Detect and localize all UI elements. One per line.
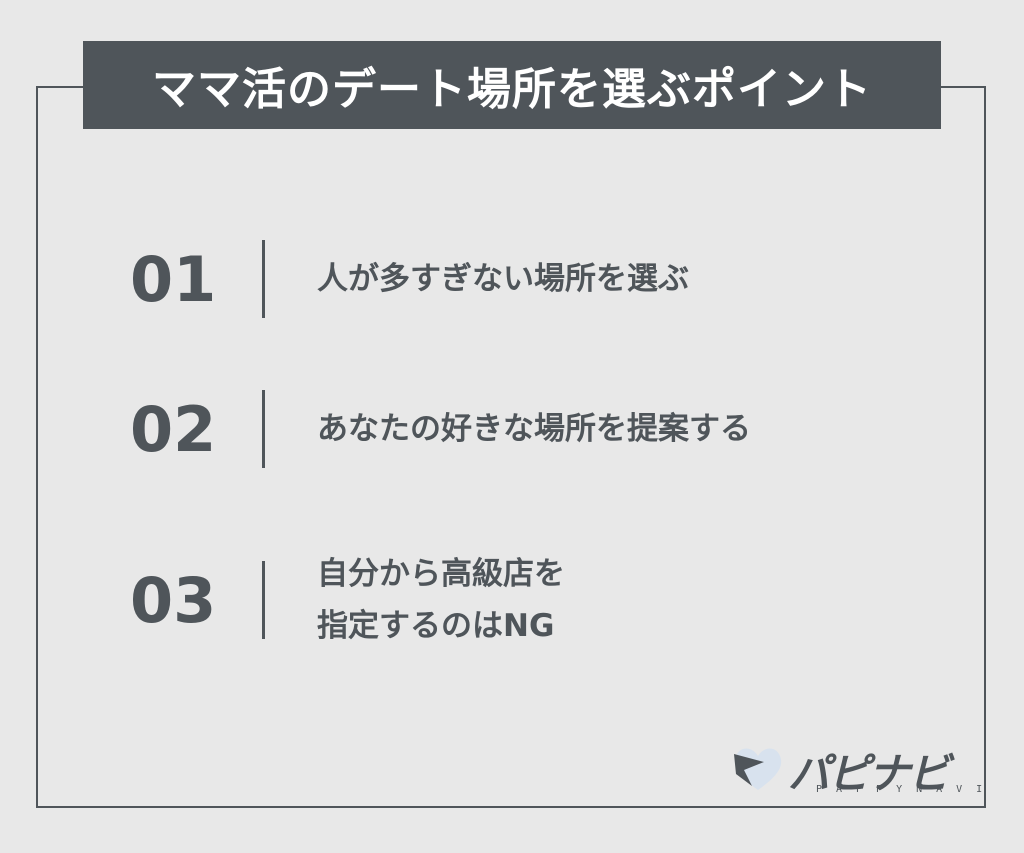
page-title: ママ活のデート場所を選ぶポイント bbox=[83, 41, 941, 129]
point-number: 03 bbox=[130, 563, 217, 637]
divider bbox=[262, 390, 265, 468]
point-text: あなたの好きな場所を提案する bbox=[317, 411, 751, 447]
point-text: 自分から高級店を 指定するのはNG bbox=[317, 556, 565, 644]
divider bbox=[262, 561, 265, 639]
point-text: 人が多すぎない場所を選ぶ bbox=[317, 261, 689, 297]
heart-logo-icon bbox=[734, 748, 782, 790]
point-number: 01 bbox=[130, 242, 217, 316]
point-number: 02 bbox=[130, 392, 217, 466]
logo-kana: パピナビ bbox=[788, 749, 950, 798]
divider bbox=[262, 240, 265, 318]
logo: パピナビ PAPPYNAVI bbox=[730, 740, 982, 800]
point-item: 01 人が多すぎない場所を選ぶ bbox=[130, 240, 689, 318]
logo-latin: PAPPYNAVI bbox=[816, 784, 997, 795]
point-item: 02 あなたの好きな場所を提案する bbox=[130, 390, 751, 468]
point-item: 03 自分から高級店を 指定するのはNG bbox=[130, 548, 565, 652]
